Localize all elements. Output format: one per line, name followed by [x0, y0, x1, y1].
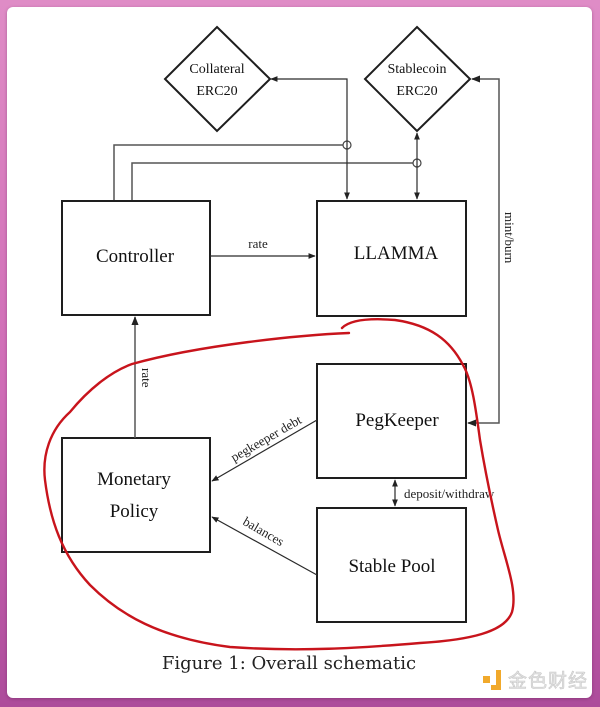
collateral-llamma-edge: [270, 76, 350, 200]
controller-label: Controller: [96, 246, 175, 267]
jinse-logo-icon: [482, 669, 503, 690]
pool-policy-edge: [211, 516, 318, 576]
monetary-label: Monetary: [97, 469, 171, 490]
controller-stablecoin-wire: [131, 162, 413, 201]
deposit-withdraw-label: deposit/withdraw: [404, 486, 495, 501]
pegkeeper-label: PegKeeper: [355, 410, 439, 431]
controller-collateral-wire: [113, 144, 343, 201]
monetary-policy-node: Monetary Policy: [61, 437, 211, 553]
controller-llamma-rate-label: rate: [248, 236, 268, 251]
mint-burn-edge: [467, 75, 500, 427]
figure-caption: Figure 1: Overall schematic: [162, 653, 416, 674]
balances-label: balances: [241, 514, 287, 549]
watermark: 金色财经: [482, 666, 588, 693]
policy-label: Policy: [110, 501, 159, 522]
watermark-text: 金色财经: [507, 670, 588, 693]
stablecoin-sublabel: ERC20: [396, 84, 437, 99]
mint-burn-label: mint/burn: [502, 212, 517, 264]
pegkeeper-node: PegKeeper: [316, 363, 467, 479]
llamma-node: LLAMMA: [316, 200, 467, 317]
stablecoin-erc20-node: Stablecoin ERC20: [363, 25, 472, 133]
pegkeeper-policy-edge: [211, 419, 318, 482]
llamma-label: LLAMMA: [354, 243, 439, 264]
stable-pool-label: Stable Pool: [348, 556, 435, 577]
pegkeeper-debt-label: pegkeeper debt: [228, 412, 304, 465]
stablecoin-label: Stablecoin: [387, 62, 446, 77]
controller-node: Controller: [61, 200, 211, 316]
collateral-label: Collateral: [189, 62, 244, 77]
policy-controller-rate-label: rate: [139, 368, 154, 388]
stable-pool-node: Stable Pool: [316, 507, 467, 623]
collateral-erc20-node: Collateral ERC20: [163, 25, 272, 133]
red-annotation-loop: [43, 318, 515, 651]
collateral-sublabel: ERC20: [196, 84, 237, 99]
